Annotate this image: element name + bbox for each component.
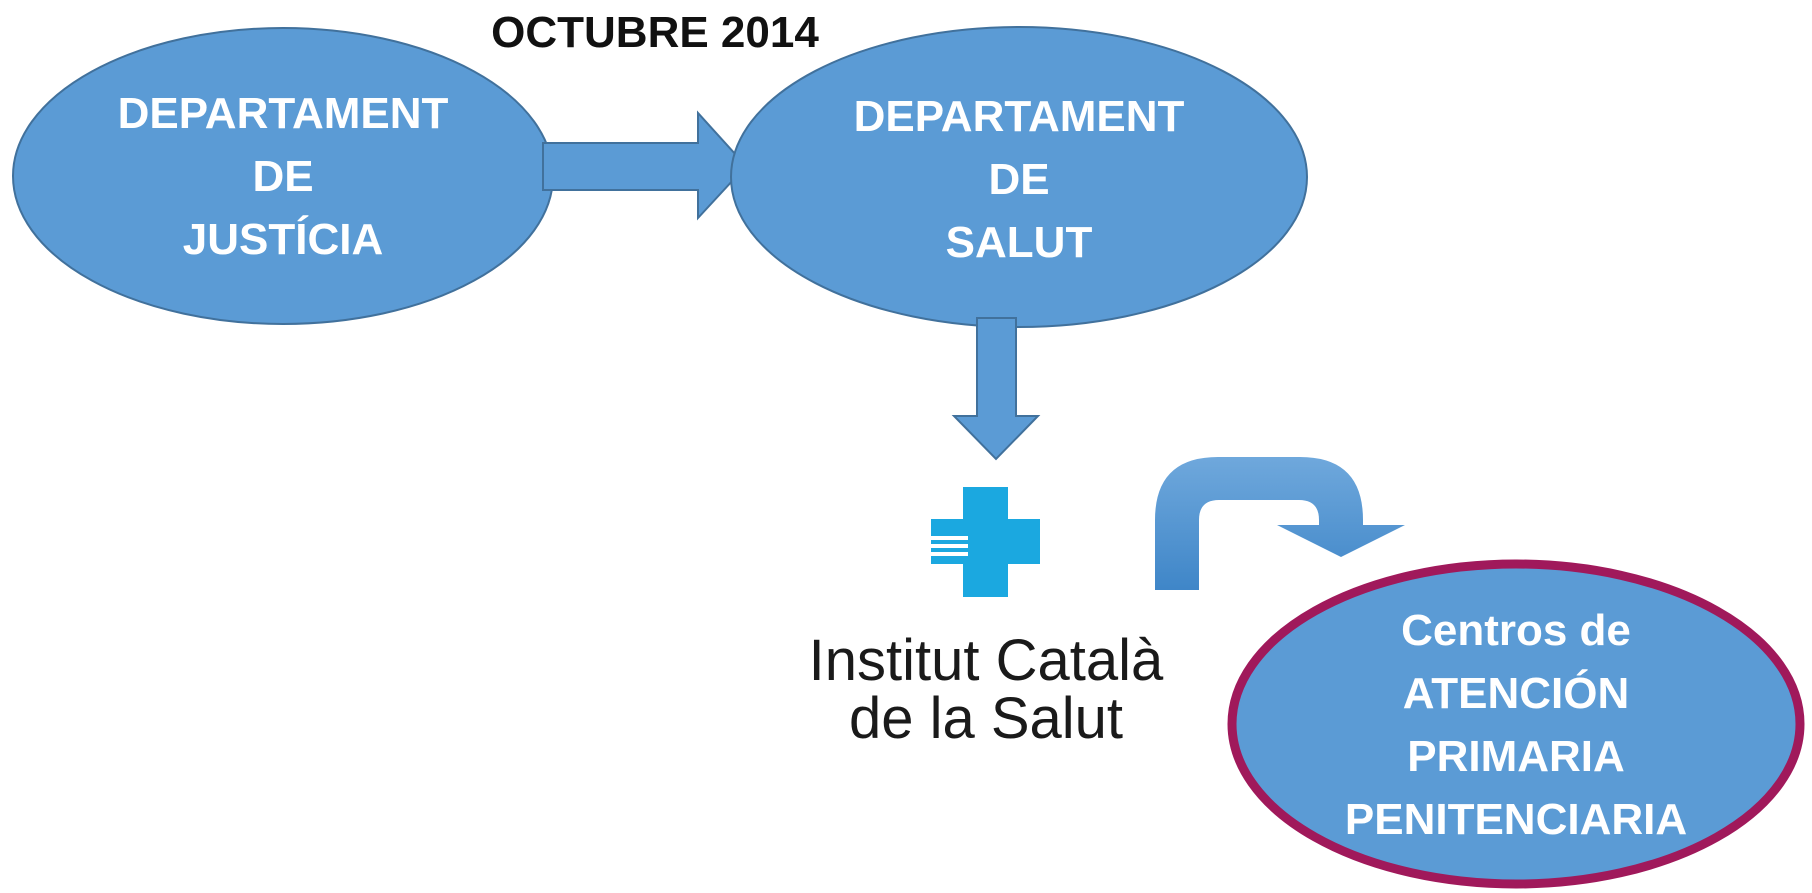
node-salut-line-3: SALUT	[946, 218, 1093, 267]
institut-catala-salut-logo: Institut Català de la Salut	[809, 487, 1164, 751]
curved-arrow-icon	[1155, 457, 1405, 590]
logo-line-2: de la Salut	[849, 686, 1123, 751]
arrow-down-icon	[951, 317, 1041, 461]
node-justicia-line-2: DE	[252, 152, 313, 201]
node-centros-line-1: Centros de	[1401, 606, 1631, 655]
node-departament-salut: DEPARTAMENT DE SALUT	[730, 26, 1308, 328]
logo-line-1: Institut Català	[809, 628, 1164, 693]
medical-cross-icon	[928, 487, 1040, 597]
arrow-right-icon	[542, 110, 748, 221]
node-salut-line-1: DEPARTAMENT	[854, 92, 1185, 141]
node-centros-atencion-primaria: Centros de ATENCIÓN PRIMARIA PENITENCIAR…	[1227, 559, 1805, 889]
node-justicia-line-1: DEPARTAMENT	[118, 89, 449, 138]
diagram-title: OCTUBRE 2014	[491, 8, 819, 57]
node-centros-shape	[1227, 559, 1805, 889]
node-centros-line-2: ATENCIÓN	[1403, 668, 1630, 718]
node-salut-shape	[730, 26, 1308, 328]
node-departament-justicia: DEPARTAMENT DE JUSTÍCIA	[12, 27, 554, 325]
node-centros-line-3: PRIMARIA	[1407, 732, 1625, 781]
node-centros-line-4: PENITENCIARIA	[1345, 795, 1687, 844]
node-justicia-line-3: JUSTÍCIA	[183, 214, 383, 264]
node-salut-line-2: DE	[988, 155, 1049, 204]
